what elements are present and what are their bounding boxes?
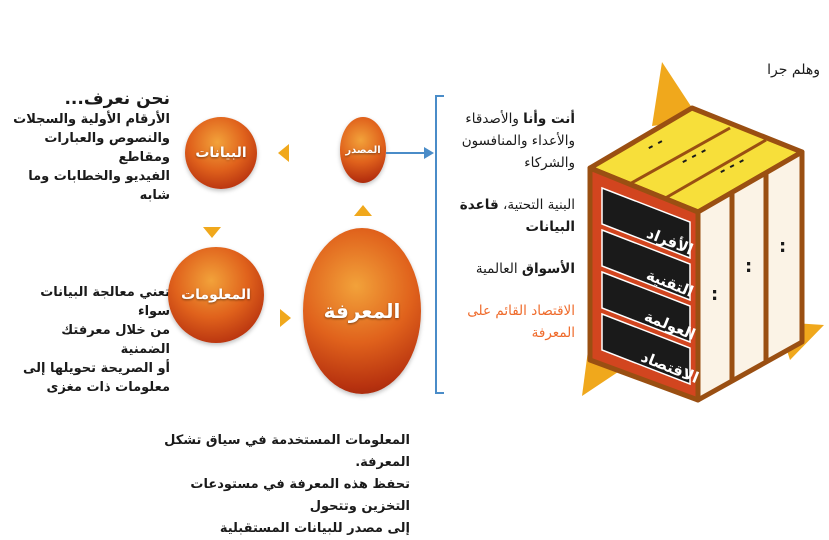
- data-circle: البيانات: [185, 117, 257, 189]
- source-item-people-rest: والأصدقاء: [465, 111, 524, 127]
- cube-caption: وهلم جرا: [767, 62, 820, 78]
- sources-list: أنت وأنا والأصدقاء والأعداء والمنافسون و…: [440, 108, 575, 344]
- knowledge-description-line: إلى مصدر للبيانات المستقبلية: [219, 521, 410, 536]
- cube-side-dots: :: [779, 236, 786, 257]
- information-description-line: من خلال معرفتك الضمنية: [61, 323, 170, 357]
- source-item-people: أنت وأنا والأصدقاء والأعداء والمنافسون و…: [440, 108, 575, 174]
- source-item-economy: الاقتصاد القائم على المعرفة: [440, 300, 575, 344]
- data-description-line: الأرقام الأولية والسجلات: [13, 112, 170, 127]
- arrow-information-to-knowledge-icon: [280, 309, 291, 327]
- cube-side-face: [695, 149, 805, 403]
- cube-top-dots: - -: [644, 134, 666, 156]
- cube-label-globalization: العولمة: [601, 270, 698, 344]
- sources-bracket: [435, 95, 444, 394]
- arrow-source-to-data-icon: [278, 144, 289, 162]
- connector-arrowhead-icon: [424, 147, 434, 159]
- source-item-people-bold: أنت وأنا: [523, 111, 575, 127]
- source-circle: المصدر: [340, 117, 386, 183]
- information-circle: المعلومات: [168, 247, 264, 343]
- cube-side-dots: :: [745, 256, 752, 277]
- source-circle-label: المصدر: [345, 144, 381, 156]
- data-circle-label: البيانات: [195, 145, 247, 161]
- source-item-markets: الأسواق العالمية: [440, 258, 575, 280]
- source-item-infrastructure-line: البيانات: [525, 219, 576, 235]
- source-item-economy-line: الاقتصاد القائم على: [467, 303, 575, 319]
- knowledge-sources-cube: - - - - - - - - : : : الأفراد التقنية ال…: [582, 62, 824, 403]
- cube-side-dots: :: [711, 284, 718, 305]
- data-description-block: نحن نعرف... الأرقام الأولية والسجلات وال…: [10, 88, 170, 205]
- knowledge-circle: المعرفة: [303, 228, 421, 394]
- information-description-line: تعني معالجة البيانات سواء: [40, 285, 170, 319]
- knowledge-description-line: المعلومات المستخدمة في سياق تشكل المعرفة…: [164, 433, 410, 470]
- source-item-markets-bold: الأسواق: [521, 261, 575, 277]
- information-description-line: أو الصريحة تحويلها إلى: [22, 361, 170, 376]
- source-item-economy-line: المعرفة: [531, 325, 575, 341]
- data-description-line: والنصوص والعبارات ومقاطع: [44, 131, 170, 165]
- knowledge-description-line: تحفظ هذه المعرفة في مستودعات التخزين وتت…: [190, 477, 410, 514]
- source-item-infrastructure: البنية التحتية، قاعدة البيانات: [440, 194, 575, 238]
- source-item-infrastructure-bold: قاعدة: [459, 197, 499, 213]
- arrow-data-to-information-icon: [203, 227, 221, 238]
- source-connector: [386, 95, 444, 394]
- information-description-block: تعني معالجة البيانات سواء من خلال معرفتك…: [10, 283, 170, 397]
- knowledge-description-block: المعلومات المستخدمة في سياق تشكل المعرفة…: [158, 430, 410, 540]
- source-item-people-line: والأعداء والمنافسون: [461, 133, 575, 149]
- information-circle-label: المعلومات: [181, 287, 251, 303]
- arrow-knowledge-to-source-icon: [354, 205, 372, 216]
- knowledge-circle-label: المعرفة: [323, 299, 401, 323]
- data-heading: نحن نعرف...: [64, 89, 170, 109]
- information-description-line: معلومات ذات مغزى: [46, 380, 170, 395]
- source-item-people-line: والشركاء: [524, 155, 575, 171]
- source-item-markets-rest: العالمية: [475, 261, 522, 277]
- data-description-line: الفيديو والخطابات وما شابه: [28, 169, 170, 203]
- source-item-infrastructure-plain: البنية التحتية،: [498, 197, 575, 213]
